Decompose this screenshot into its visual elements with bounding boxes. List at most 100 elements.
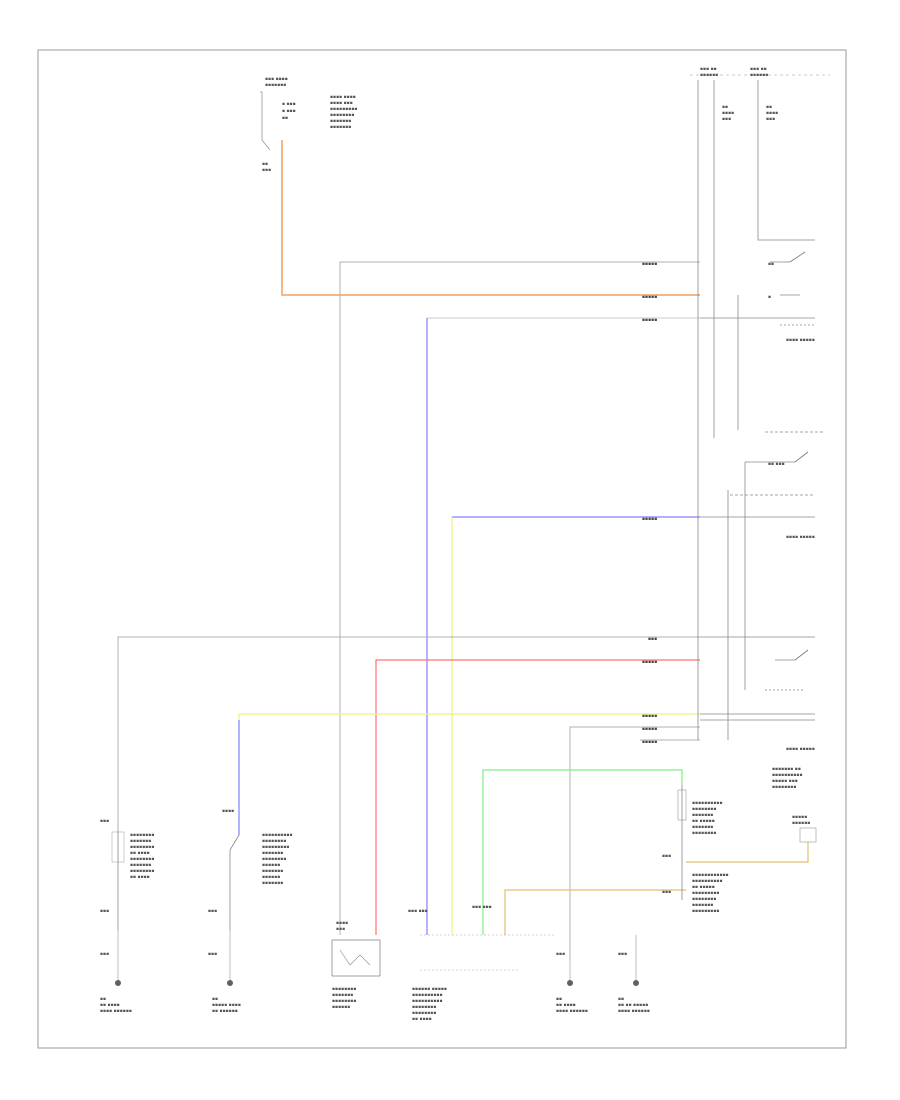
ground-4: ▪▪▪ ▪▪ ▪▪ ▪▪ ▪▪▪▪▪ ▪▪▪▪ ▪▪▪▪▪▪ xyxy=(618,935,650,1014)
svg-text:▪▪▪▪▪▪▪: ▪▪▪▪▪▪▪ xyxy=(262,851,283,856)
svg-text:▪▪▪: ▪▪▪ xyxy=(648,637,657,642)
wire-tan-2 xyxy=(686,842,809,863)
svg-text:▪▪▪▪▪ ▪▪▪▪: ▪▪▪▪▪ ▪▪▪▪ xyxy=(212,1003,241,1008)
svg-text:▪▪▪▪▪▪ ▪▪▪▪▪: ▪▪▪▪▪▪ ▪▪▪▪▪ xyxy=(412,987,447,992)
svg-text:▪▪: ▪▪ xyxy=(556,997,562,1002)
svg-text:▪▪▪▪: ▪▪▪▪ xyxy=(722,111,734,116)
svg-text:▪▪▪▪▪▪▪: ▪▪▪▪▪▪▪ xyxy=(332,993,353,998)
svg-text:▪▪▪▪▪: ▪▪▪▪▪ xyxy=(792,815,807,820)
svg-text:▪▪▪▪▪▪▪▪: ▪▪▪▪▪▪▪▪ xyxy=(130,857,154,862)
ground-1: ▪▪ ▪▪ ▪▪▪▪ ▪▪▪▪ ▪▪▪▪▪▪ xyxy=(100,930,132,1014)
svg-text:▪▪▪▪▪▪▪▪: ▪▪▪▪▪▪▪▪ xyxy=(692,831,716,836)
svg-text:▪▪▪ ▪▪: ▪▪▪ ▪▪ xyxy=(700,67,717,72)
svg-text:▪▪▪: ▪▪▪ xyxy=(100,819,109,824)
svg-text:▪▪: ▪▪ xyxy=(282,116,288,121)
svg-text:▪▪▪▪▪▪▪▪: ▪▪▪▪▪▪▪▪ xyxy=(692,897,716,902)
svg-text:▪▪▪▪▪▪▪▪: ▪▪▪▪▪▪▪▪ xyxy=(412,1005,436,1010)
svg-text:▪▪▪▪▪▪▪: ▪▪▪▪▪▪▪ xyxy=(262,869,283,874)
svg-text:▪▪▪▪▪▪▪▪▪: ▪▪▪▪▪▪▪▪▪ xyxy=(262,845,289,850)
svg-text:▪▪▪: ▪▪▪ xyxy=(336,927,345,932)
svg-text:▪▪▪▪▪▪▪ ▪▪: ▪▪▪▪▪▪▪ ▪▪ xyxy=(772,767,801,772)
svg-text:▪▪: ▪▪ xyxy=(768,262,774,267)
svg-text:▪▪▪▪▪▪▪▪▪: ▪▪▪▪▪▪▪▪▪ xyxy=(692,909,719,914)
top-fuse-box: ▪▪▪ ▪▪▪▪ ▪▪▪▪▪▪▪ ▪ ▪▪▪ ▪ ▪▪▪ ▪▪ ▪▪▪▪ ▪▪▪… xyxy=(260,77,357,173)
svg-text:▪▪▪: ▪▪▪ xyxy=(208,909,217,914)
ground-2: ▪▪ ▪▪▪▪▪ ▪▪▪▪ ▪▪ ▪▪▪▪▪▪ xyxy=(212,930,241,1014)
svg-text:▪▪▪▪▪▪▪▪▪▪▪▪: ▪▪▪▪▪▪▪▪▪▪▪▪ xyxy=(692,873,729,878)
svg-text:▪▪▪▪▪▪▪▪: ▪▪▪▪▪▪▪▪ xyxy=(130,845,154,850)
svg-text:▪▪▪▪▪: ▪▪▪▪▪ xyxy=(642,714,657,719)
svg-text:▪▪▪▪▪▪▪▪: ▪▪▪▪▪▪▪▪ xyxy=(130,833,154,838)
svg-text:▪▪▪▪▪▪: ▪▪▪▪▪▪ xyxy=(700,73,718,78)
svg-text:▪▪▪▪▪▪▪: ▪▪▪▪▪▪▪ xyxy=(265,83,286,88)
svg-text:▪▪▪▪: ▪▪▪▪ xyxy=(222,809,234,814)
svg-text:▪▪▪: ▪▪▪ xyxy=(722,117,731,122)
wire-green xyxy=(482,769,683,935)
svg-text:▪▪▪▪ ▪▪▪▪▪▪: ▪▪▪▪ ▪▪▪▪▪▪ xyxy=(100,1009,132,1014)
svg-text:▪▪▪: ▪▪▪ xyxy=(618,952,627,957)
svg-text:▪▪▪: ▪▪▪ xyxy=(662,854,671,859)
relay-3: ▪▪▪▪ ▪▪▪▪▪ xyxy=(700,636,815,752)
svg-text:▪▪: ▪▪ xyxy=(212,997,218,1002)
svg-text:▪▪▪▪▪▪▪▪: ▪▪▪▪▪▪▪▪ xyxy=(332,999,356,1004)
svg-text:▪▪▪▪▪: ▪▪▪▪▪ xyxy=(642,318,657,323)
svg-text:▪▪: ▪▪ xyxy=(766,105,772,110)
svg-text:▪▪▪▪▪▪▪▪: ▪▪▪▪▪▪▪▪ xyxy=(332,987,356,992)
svg-text:▪▪▪▪▪▪▪▪▪: ▪▪▪▪▪▪▪▪▪ xyxy=(692,891,719,896)
connector-box: ▪▪▪ ▪▪▪ ▪▪▪ ▪▪▪ ▪▪▪▪▪▪ ▪▪▪▪▪ ▪▪▪▪▪▪▪▪▪▪ … xyxy=(408,905,555,1022)
svg-text:▪▪▪▪▪▪: ▪▪▪▪▪▪ xyxy=(750,73,768,78)
svg-text:▪▪▪▪▪▪▪▪: ▪▪▪▪▪▪▪▪ xyxy=(330,113,354,118)
svg-text:▪▪▪▪▪▪: ▪▪▪▪▪▪ xyxy=(262,863,280,868)
svg-text:▪▪ ▪▪▪: ▪▪ ▪▪▪ xyxy=(768,462,785,467)
svg-text:▪▪ ▪▪▪▪▪: ▪▪ ▪▪▪▪▪ xyxy=(692,819,715,824)
relay-2: ▪▪ ▪▪▪ ▪▪▪▪ ▪▪▪▪▪ xyxy=(700,431,825,740)
svg-text:▪▪▪▪ ▪▪▪▪▪▪: ▪▪▪▪ ▪▪▪▪▪▪ xyxy=(618,1009,650,1014)
svg-text:▪▪▪▪▪▪▪▪▪▪: ▪▪▪▪▪▪▪▪▪▪ xyxy=(772,773,803,778)
svg-text:▪▪: ▪▪ xyxy=(618,997,624,1002)
svg-text:▪▪▪▪ ▪▪▪▪▪: ▪▪▪▪ ▪▪▪▪▪ xyxy=(786,747,815,752)
right-fuse-group: ▪▪▪ ▪▪ ▪▪▪▪▪▪ ▪▪▪ ▪▪ ▪▪▪▪▪▪ ▪▪ ▪▪▪▪ ▪▪▪ … xyxy=(690,67,830,740)
svg-text:▪▪: ▪▪ xyxy=(722,105,728,110)
svg-text:▪▪ ▪▪▪▪: ▪▪ ▪▪▪▪ xyxy=(130,875,150,880)
svg-text:▪ ▪▪▪: ▪ ▪▪▪ xyxy=(282,109,296,114)
svg-text:▪▪ ▪▪▪▪▪▪: ▪▪ ▪▪▪▪▪▪ xyxy=(212,1009,238,1014)
svg-text:▪▪▪▪▪▪▪▪▪▪: ▪▪▪▪▪▪▪▪▪▪ xyxy=(412,993,443,998)
svg-text:▪▪▪▪▪▪▪▪: ▪▪▪▪▪▪▪▪ xyxy=(692,807,716,812)
svg-text:▪▪▪▪ ▪▪▪▪: ▪▪▪▪ ▪▪▪▪ xyxy=(330,95,356,100)
svg-text:▪▪▪▪▪: ▪▪▪▪▪ xyxy=(642,295,657,300)
svg-text:▪▪▪ ▪▪▪: ▪▪▪ ▪▪▪ xyxy=(408,909,428,914)
svg-text:▪▪ ▪▪▪▪: ▪▪ ▪▪▪▪ xyxy=(556,1003,576,1008)
svg-text:▪▪▪: ▪▪▪ xyxy=(766,117,775,122)
svg-text:▪▪▪▪ ▪▪▪: ▪▪▪▪ ▪▪▪ xyxy=(330,101,353,106)
svg-text:▪▪▪▪▪▪▪▪: ▪▪▪▪▪▪▪▪ xyxy=(262,857,286,862)
svg-text:▪▪▪: ▪▪▪ xyxy=(100,952,109,957)
wire-gray-1 xyxy=(339,261,700,935)
wire-gray-4 xyxy=(569,726,700,960)
svg-text:▪▪▪▪▪▪▪: ▪▪▪▪▪▪▪ xyxy=(330,125,351,130)
switch-1: ▪▪▪ ▪▪▪▪▪▪▪▪ ▪▪▪▪▪▪▪ ▪▪▪▪▪▪▪▪ ▪▪ ▪▪▪▪ ▪▪… xyxy=(100,819,154,957)
svg-text:▪▪▪▪▪: ▪▪▪▪▪ xyxy=(642,517,657,522)
svg-text:▪ ▪▪▪: ▪ ▪▪▪ xyxy=(282,102,296,107)
svg-text:▪▪▪▪▪▪▪▪▪▪: ▪▪▪▪▪▪▪▪▪▪ xyxy=(262,833,293,838)
svg-text:▪▪▪▪▪ ▪▪▪: ▪▪▪▪▪ ▪▪▪ xyxy=(772,779,798,784)
wire-orange xyxy=(281,140,700,296)
svg-text:▪▪▪▪▪▪▪▪▪▪: ▪▪▪▪▪▪▪▪▪▪ xyxy=(692,879,723,884)
svg-text:▪▪: ▪▪ xyxy=(262,162,268,167)
wire-gray-3 xyxy=(117,636,700,830)
svg-text:▪▪▪▪▪▪▪: ▪▪▪▪▪▪▪ xyxy=(262,881,283,886)
svg-text:▪▪▪: ▪▪▪ xyxy=(262,168,271,173)
svg-text:▪▪▪ ▪▪: ▪▪▪ ▪▪ xyxy=(750,67,767,72)
svg-text:▪▪▪▪▪▪▪▪▪: ▪▪▪▪▪▪▪▪▪ xyxy=(330,107,357,112)
engine-ecm: ▪▪▪▪▪▪▪ ▪▪ ▪▪▪▪▪▪▪▪▪▪ ▪▪▪▪▪ ▪▪▪ ▪▪▪▪▪▪▪▪… xyxy=(662,767,803,914)
svg-text:▪▪▪▪▪▪▪▪: ▪▪▪▪▪▪▪▪ xyxy=(130,869,154,874)
svg-text:▪▪▪▪ ▪▪▪▪▪▪: ▪▪▪▪ ▪▪▪▪▪▪ xyxy=(556,1009,588,1014)
svg-text:▪▪▪▪▪: ▪▪▪▪▪ xyxy=(642,660,657,665)
switch-2: ▪▪▪▪ ▪▪▪▪▪▪▪▪▪▪ ▪▪▪▪▪▪▪▪ ▪▪▪▪▪▪▪▪▪ ▪▪▪▪▪… xyxy=(208,809,293,957)
svg-text:▪▪▪: ▪▪▪ xyxy=(556,952,565,957)
svg-text:▪▪▪▪ ▪▪▪▪▪: ▪▪▪▪ ▪▪▪▪▪ xyxy=(786,535,815,540)
svg-text:▪▪▪▪▪▪: ▪▪▪▪▪▪ xyxy=(792,821,810,826)
svg-text:▪▪▪▪▪▪▪: ▪▪▪▪▪▪▪ xyxy=(130,839,151,844)
svg-text:▪▪ ▪▪▪▪: ▪▪ ▪▪▪▪ xyxy=(130,851,150,856)
svg-text:▪▪▪▪▪▪▪: ▪▪▪▪▪▪▪ xyxy=(330,119,351,124)
